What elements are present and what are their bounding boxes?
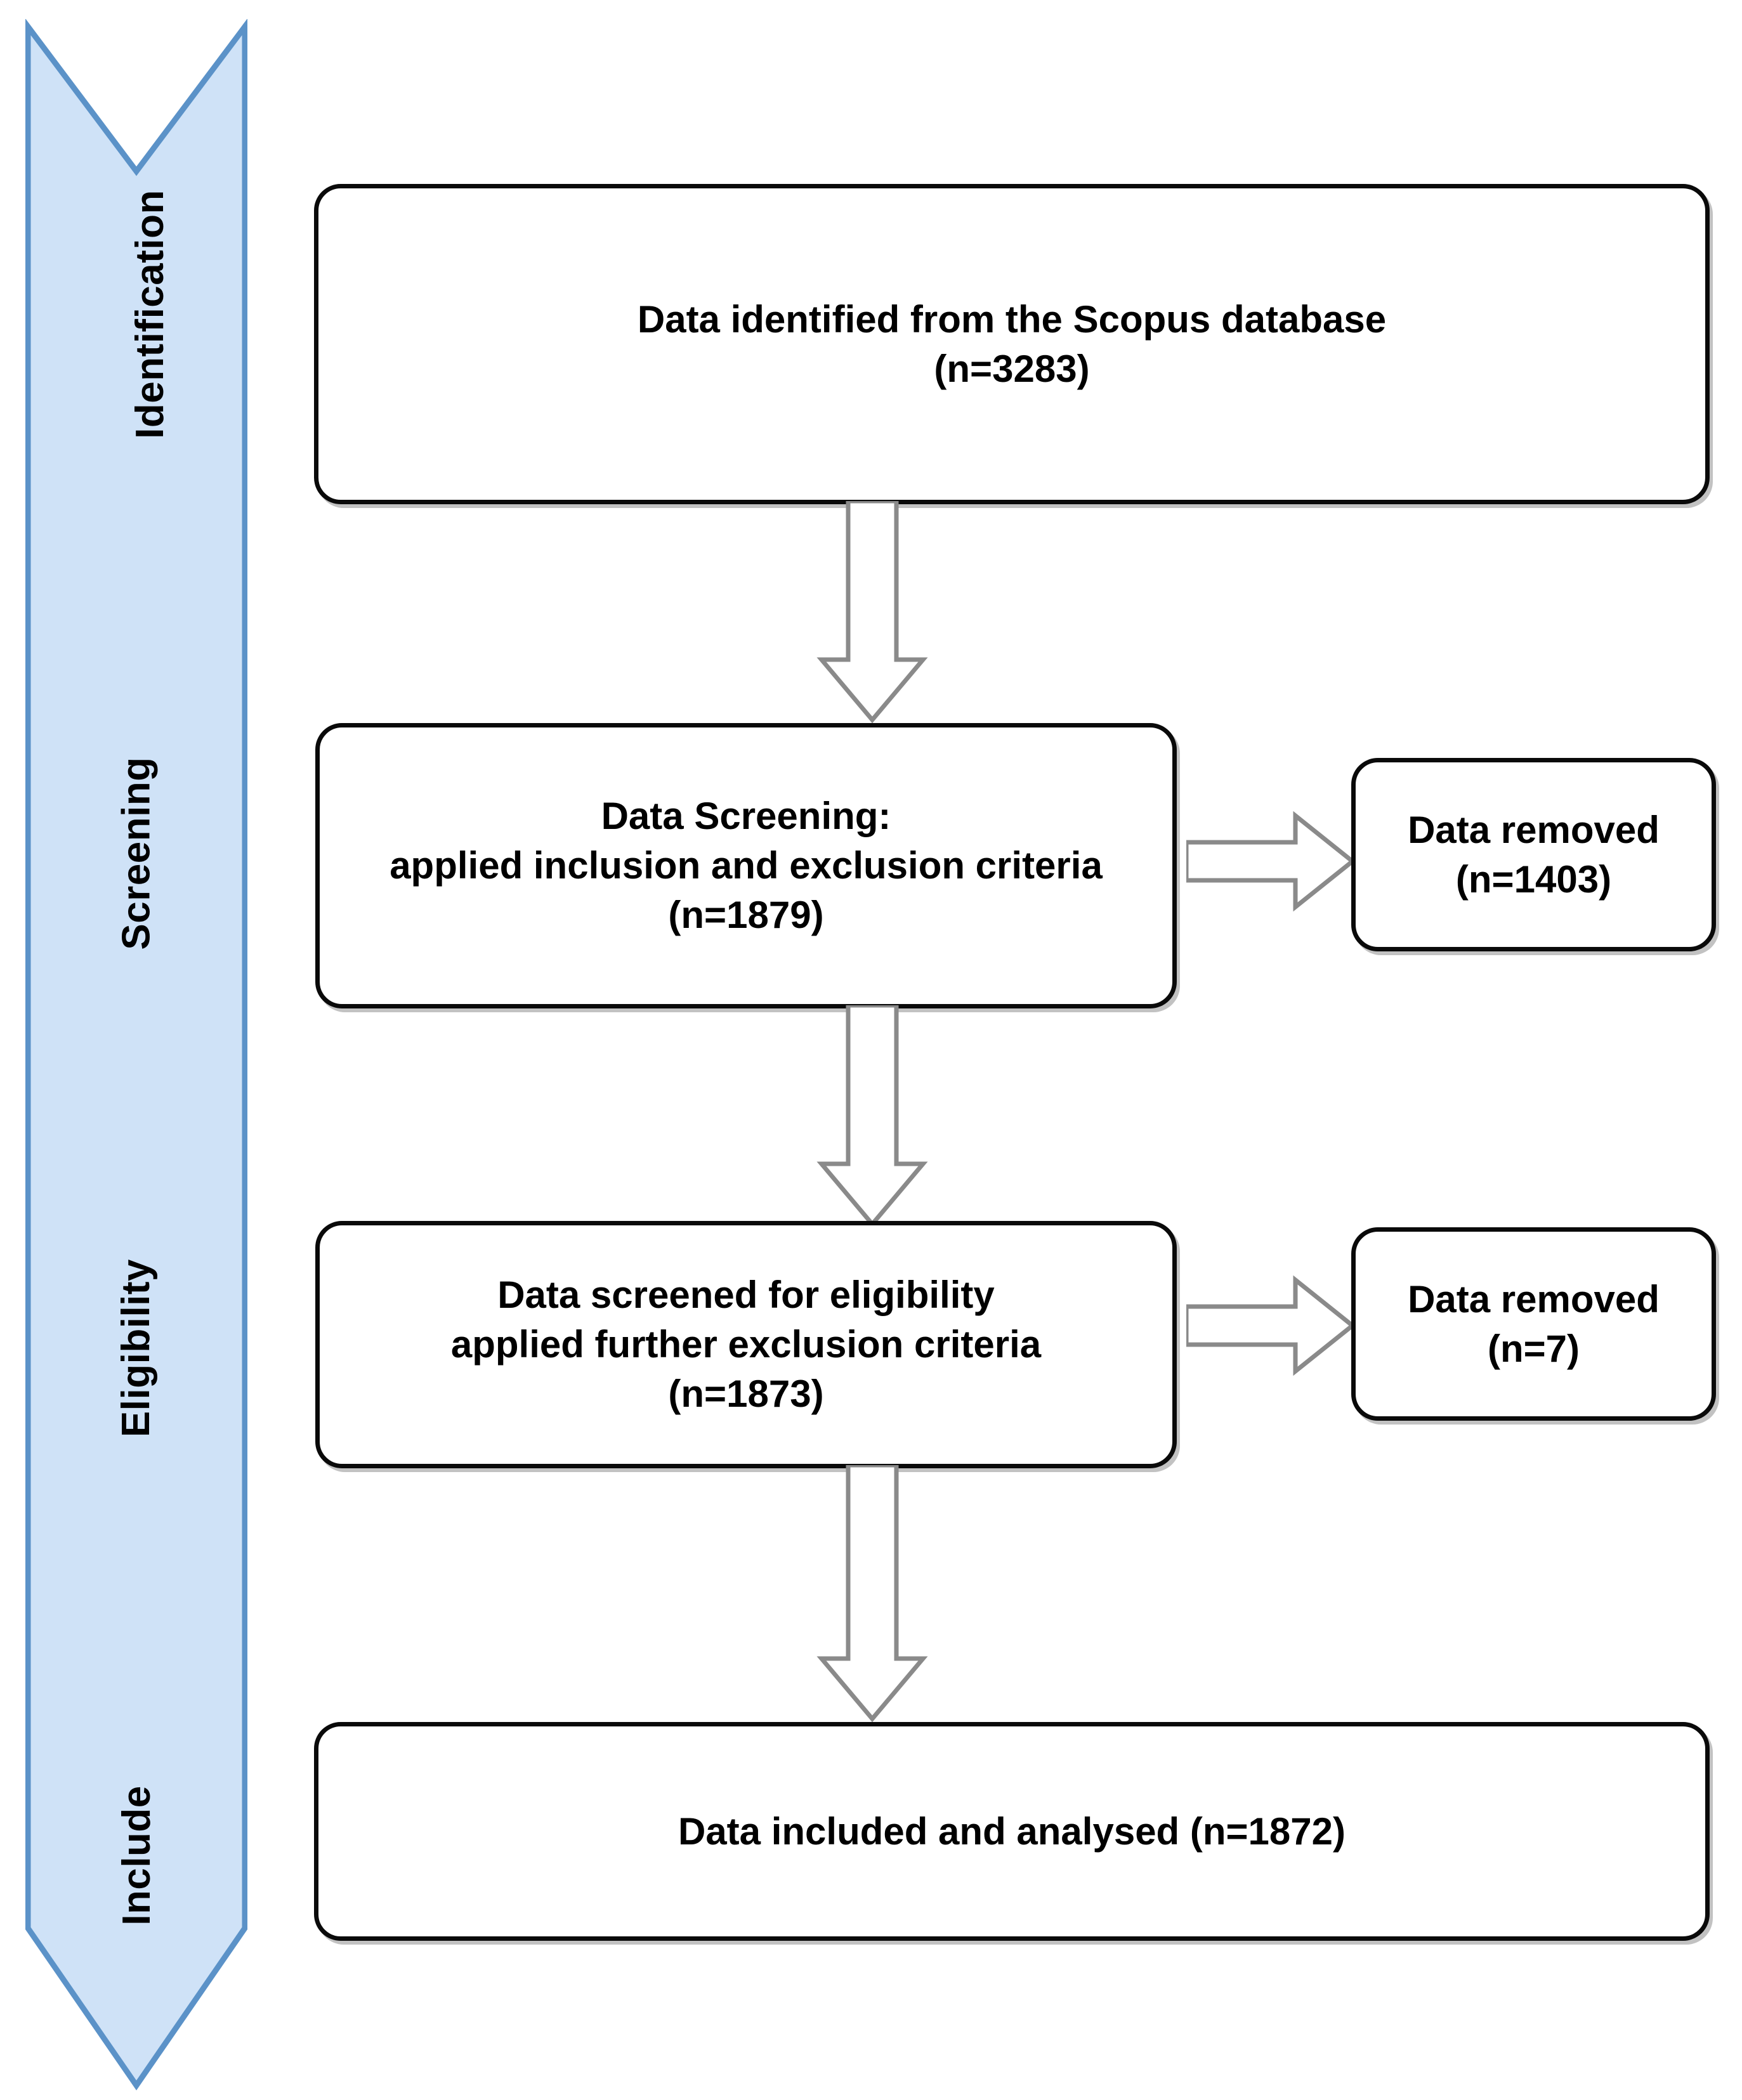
box-removed-eligibility: Data removed (n=7) xyxy=(1351,1227,1716,1421)
box-removed-eligibility-line-1: Data removed xyxy=(1408,1277,1660,1321)
down-arrow-icon xyxy=(816,1465,928,1723)
connector-eligibility-to-included xyxy=(802,1465,942,1725)
box-removed-screening: Data removed (n=1403) xyxy=(1351,758,1716,951)
box-identified: Data identified from the Scopus database… xyxy=(314,184,1710,504)
box-included: Data included and analysed (n=1872) xyxy=(314,1722,1710,1941)
down-arrow-icon xyxy=(816,1005,928,1228)
stage-label-include: Include xyxy=(25,1785,247,1926)
box-removed-screening-line-2: (n=1403) xyxy=(1455,858,1612,901)
stage-arrow: Identification Screening Eligibility Inc… xyxy=(25,19,247,2093)
box-screening-line-3: (n=1879) xyxy=(668,894,824,936)
stage-label-eligibility: Eligibility xyxy=(25,1259,247,1437)
box-removed-screening-line-1: Data removed xyxy=(1408,808,1660,851)
box-removed-eligibility-line-2: (n=7) xyxy=(1487,1327,1580,1370)
connector-screening-to-removed xyxy=(1186,804,1358,918)
box-eligibility-line-2: applied further exclusion criteria xyxy=(450,1323,1042,1366)
down-arrow-icon xyxy=(816,501,928,724)
box-screening: Data Screening: applied inclusion and ex… xyxy=(315,723,1177,1008)
box-eligibility-line-3: (n=1873) xyxy=(668,1373,824,1415)
right-arrow-icon xyxy=(1186,811,1356,912)
stage-label-identification-text: Identification xyxy=(128,190,172,439)
box-identified-line-1: Data identified from the Scopus database xyxy=(637,297,1387,341)
box-identified-line-2: (n=3283) xyxy=(934,347,1090,390)
box-screening-line-1: Data Screening: xyxy=(601,795,891,837)
connector-identified-to-screening xyxy=(802,501,942,726)
stage-arrow-shape xyxy=(25,19,247,2090)
connector-screening-to-eligibility xyxy=(802,1005,942,1230)
right-arrow-icon xyxy=(1186,1275,1356,1376)
stage-label-include-text: Include xyxy=(114,1785,159,1926)
box-eligibility-line-1: Data screened for eligibility xyxy=(497,1274,995,1316)
stage-label-identification: Identification xyxy=(25,190,247,439)
connector-eligibility-to-removed xyxy=(1186,1268,1358,1383)
stage-label-eligibility-text: Eligibility xyxy=(114,1258,159,1438)
box-screening-line-2: applied inclusion and exclusion criteria xyxy=(390,844,1103,887)
box-eligibility: Data screened for eligibility applied fu… xyxy=(315,1221,1177,1468)
box-included-line-1: Data included and analysed (n=1872) xyxy=(678,1810,1346,1853)
stage-label-screening: Screening xyxy=(25,757,247,949)
stage-label-screening-text: Screening xyxy=(114,757,159,950)
